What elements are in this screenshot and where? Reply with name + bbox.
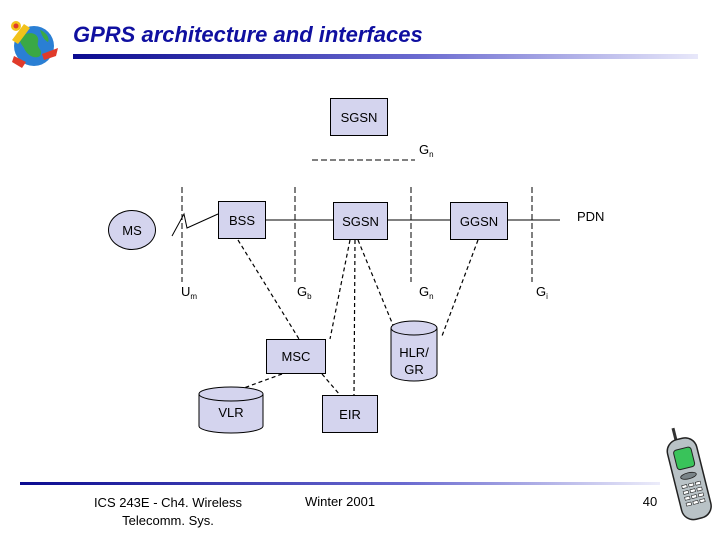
link-sgsn-msc <box>329 239 351 340</box>
sgsn-top-box: SGSN <box>330 98 388 136</box>
gn-top-label: Gn <box>419 142 434 159</box>
ggsn-box: GGSN <box>450 202 508 240</box>
gn-mid-label: Gn <box>419 284 434 301</box>
hlr-gr-line2: GR <box>404 362 424 377</box>
footer-course-line1: ICS 243E - Ch4. Wireless <box>93 495 243 510</box>
ms-node: MS <box>108 210 156 250</box>
pdn-label: PDN <box>577 209 605 224</box>
bss-box: BSS <box>218 201 266 239</box>
link-msc-vlr <box>229 373 283 394</box>
link-sgsn-eir <box>353 239 356 396</box>
link-ggsn-hlr <box>441 239 479 337</box>
radio-link-zigzag <box>171 212 219 237</box>
link-sgsn-hlr <box>357 239 396 331</box>
hlr-gr-label: HLR/ GR <box>391 344 437 378</box>
um-base: U <box>181 284 191 299</box>
gi-sub: i <box>546 292 548 301</box>
title-rule <box>73 54 698 59</box>
vlr-label: VLR <box>218 405 244 420</box>
gn-top-sub: n <box>429 150 434 159</box>
hlr-gr-cylinder <box>390 320 438 382</box>
gb-label: Gb <box>297 284 312 301</box>
um-label: Um <box>181 284 197 301</box>
footer-rule <box>20 482 660 485</box>
footer-course: ICS 243E - Ch4. Wireless Telecomm. Sys. <box>78 494 258 530</box>
slide-title: GPRS architecture and interfaces <box>73 22 423 47</box>
hlr-gr-line1: HLR/ <box>399 345 429 360</box>
link-msc-eir <box>321 373 341 396</box>
vlr-cylinder <box>198 386 264 434</box>
gn-mid-base: G <box>419 284 430 299</box>
gn-mid-sub: n <box>429 292 434 301</box>
gn-top-base: G <box>419 142 430 157</box>
eir-box: EIR <box>322 395 378 433</box>
sgsn-box: SGSN <box>333 202 388 240</box>
gi-label: Gi <box>536 284 548 301</box>
msc-box: MSC <box>266 339 326 374</box>
link-bss-msc <box>237 239 300 340</box>
gb-sub: b <box>307 292 312 301</box>
gb-base: G <box>297 284 308 299</box>
um-sub: m <box>190 292 198 301</box>
footer-course-line2: Telecomm. Sys. <box>122 513 214 528</box>
footer-term: Winter 2001 <box>304 494 376 509</box>
gi-base: G <box>536 284 547 299</box>
page-number: 40 <box>642 494 658 509</box>
